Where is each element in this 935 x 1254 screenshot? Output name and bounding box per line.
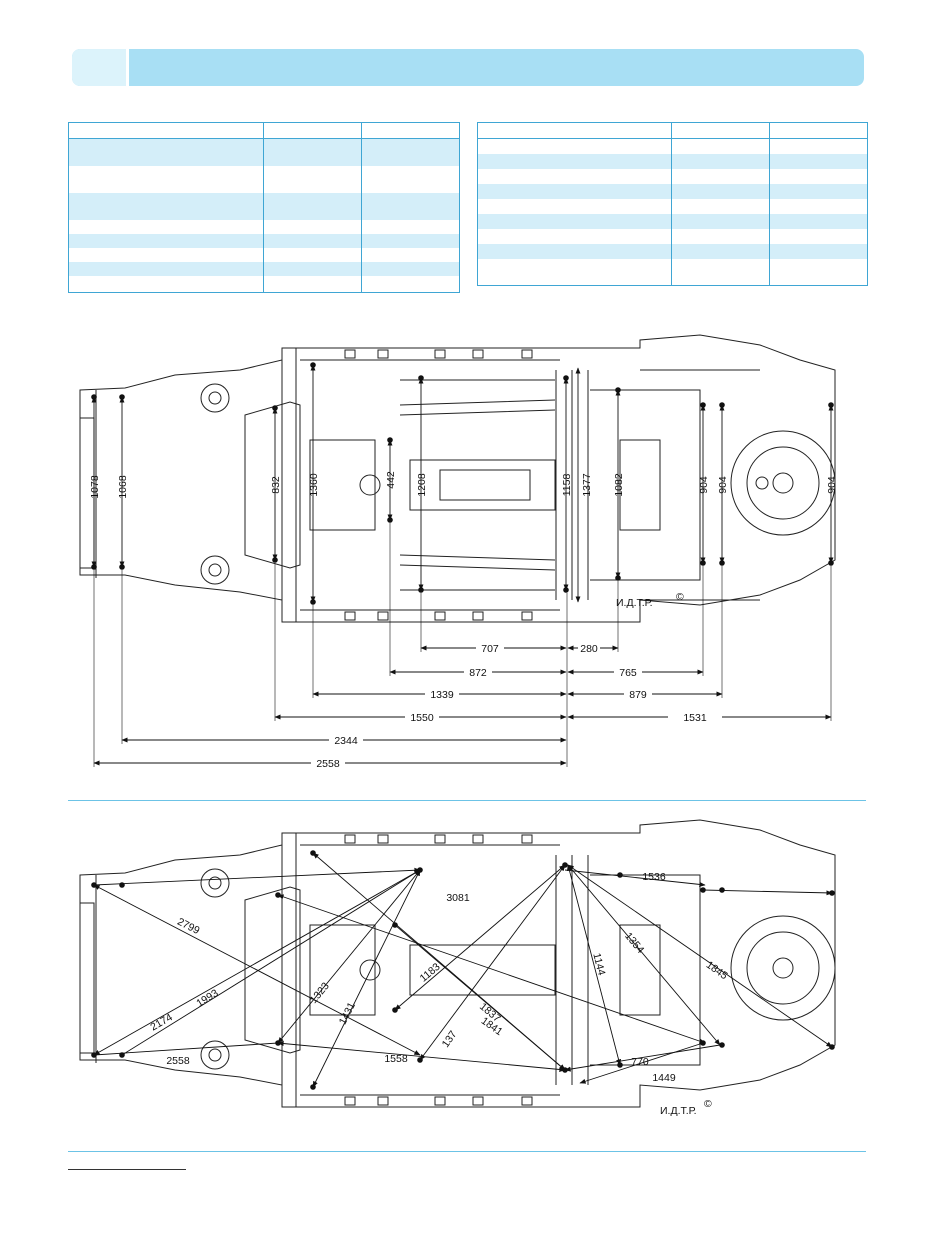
- diag-label-137: 137: [440, 1029, 460, 1050]
- underbody-dimensions-top: 1078 1068 832 1360 442 1208 1158 1377 10…: [79, 334, 838, 770]
- dim-label-1078: 1078: [89, 475, 101, 499]
- dim-label-280: 280: [580, 643, 598, 655]
- diag-label-1144: 1144: [590, 952, 607, 977]
- dim-label-707: 707: [481, 643, 499, 655]
- diag-label-770: 770: [631, 1056, 649, 1068]
- diag-label-1323: 1323: [308, 980, 332, 1006]
- dim-label-1158: 1158: [561, 474, 573, 497]
- diag-label-1845: 1845: [704, 959, 730, 982]
- copyright-mark-2: ©: [704, 1098, 712, 1110]
- dim-label-832: 832: [270, 476, 282, 494]
- dim-label-1531: 1531: [683, 712, 707, 724]
- watermark-text-2: И.Д.Т.Р.: [660, 1105, 697, 1117]
- dim-label-2344: 2344: [334, 735, 358, 747]
- dim-label-2558: 2558: [316, 758, 340, 770]
- section-divider: [68, 800, 866, 801]
- diag-label-1431: 1431: [337, 1000, 358, 1026]
- section-header-band: [72, 49, 864, 86]
- dim-label-1082: 1082: [613, 473, 625, 497]
- diag-label-1993: 1993: [194, 987, 220, 1010]
- dim-label-879: 879: [629, 689, 647, 701]
- dim-label-1339: 1339: [430, 689, 454, 701]
- dim-label-442: 442: [385, 471, 397, 489]
- dim-label-1068: 1068: [117, 475, 129, 499]
- spec-table-left: [68, 122, 460, 293]
- watermark-text: И.Д.Т.Р.: [616, 597, 653, 609]
- diag-label-1558: 1558: [384, 1053, 408, 1065]
- diag-label-1449: 1449: [652, 1072, 676, 1084]
- dim-label-904-a: 904: [698, 476, 710, 494]
- dim-label-1377: 1377: [581, 473, 593, 497]
- dim-label-1208: 1208: [416, 473, 428, 497]
- bottom-divider: [68, 1151, 866, 1152]
- underbody-dimensions-diagonal: 3081 2799 2174 1993 1323 1431 1183 1837 …: [79, 819, 836, 1117]
- dim-label-765: 765: [619, 667, 637, 679]
- diag-label-1536: 1536: [642, 871, 666, 883]
- dim-label-904-b: 904: [717, 476, 729, 494]
- footnote-rule: [68, 1169, 186, 1170]
- dim-label-1360: 1360: [308, 473, 320, 497]
- copyright-mark: ©: [676, 591, 684, 603]
- dim-label-904-c: 904: [826, 476, 838, 494]
- diag-label-3081: 3081: [446, 892, 470, 904]
- diag-label-1183: 1183: [418, 961, 443, 985]
- section-number-tab: [72, 49, 129, 86]
- dim-label-1550: 1550: [410, 712, 434, 724]
- diag-label-1841: 1841: [479, 1015, 505, 1038]
- spec-table-right: [477, 122, 868, 286]
- diag-label-2558: 2558: [166, 1055, 190, 1067]
- diag-label-1354: 1354: [622, 930, 646, 956]
- dim-label-872: 872: [469, 667, 487, 679]
